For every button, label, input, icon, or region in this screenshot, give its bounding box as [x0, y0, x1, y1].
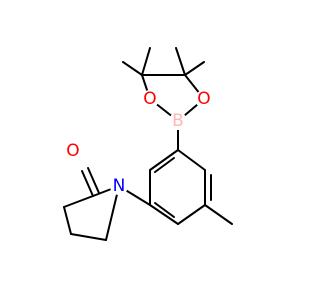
nitrogen-lactam-backdrop: [110, 177, 128, 195]
oxygen-carbonyl-label: O: [66, 141, 79, 161]
boron-backdrop: [169, 112, 187, 130]
bond: [70, 233, 107, 241]
bond: [87, 167, 100, 194]
bond: [177, 204, 206, 225]
bond: [63, 195, 94, 208]
bond-lines: [63, 47, 233, 241]
oxygen-ring-right-backdrop: [195, 90, 213, 108]
oxygen-ring-left-label: O: [143, 89, 156, 109]
boron-label: B: [172, 111, 184, 131]
bond: [105, 185, 120, 241]
nitrogen-lactam-label: N: [113, 176, 126, 196]
bond: [154, 157, 175, 173]
bond: [63, 206, 72, 235]
bond: [204, 204, 233, 225]
bond: [141, 47, 151, 76]
bond: [154, 202, 175, 218]
bond: [149, 149, 179, 171]
bond: [177, 149, 206, 171]
bond: [184, 61, 205, 76]
bond: [81, 170, 94, 197]
bond: [122, 61, 143, 76]
oxygen-carbonyl-backdrop: [64, 142, 82, 160]
oxygen-ring-left-backdrop: [141, 90, 159, 108]
bond: [149, 204, 179, 225]
oxygen-ring-right-label: O: [197, 89, 210, 109]
bond: [175, 47, 186, 76]
